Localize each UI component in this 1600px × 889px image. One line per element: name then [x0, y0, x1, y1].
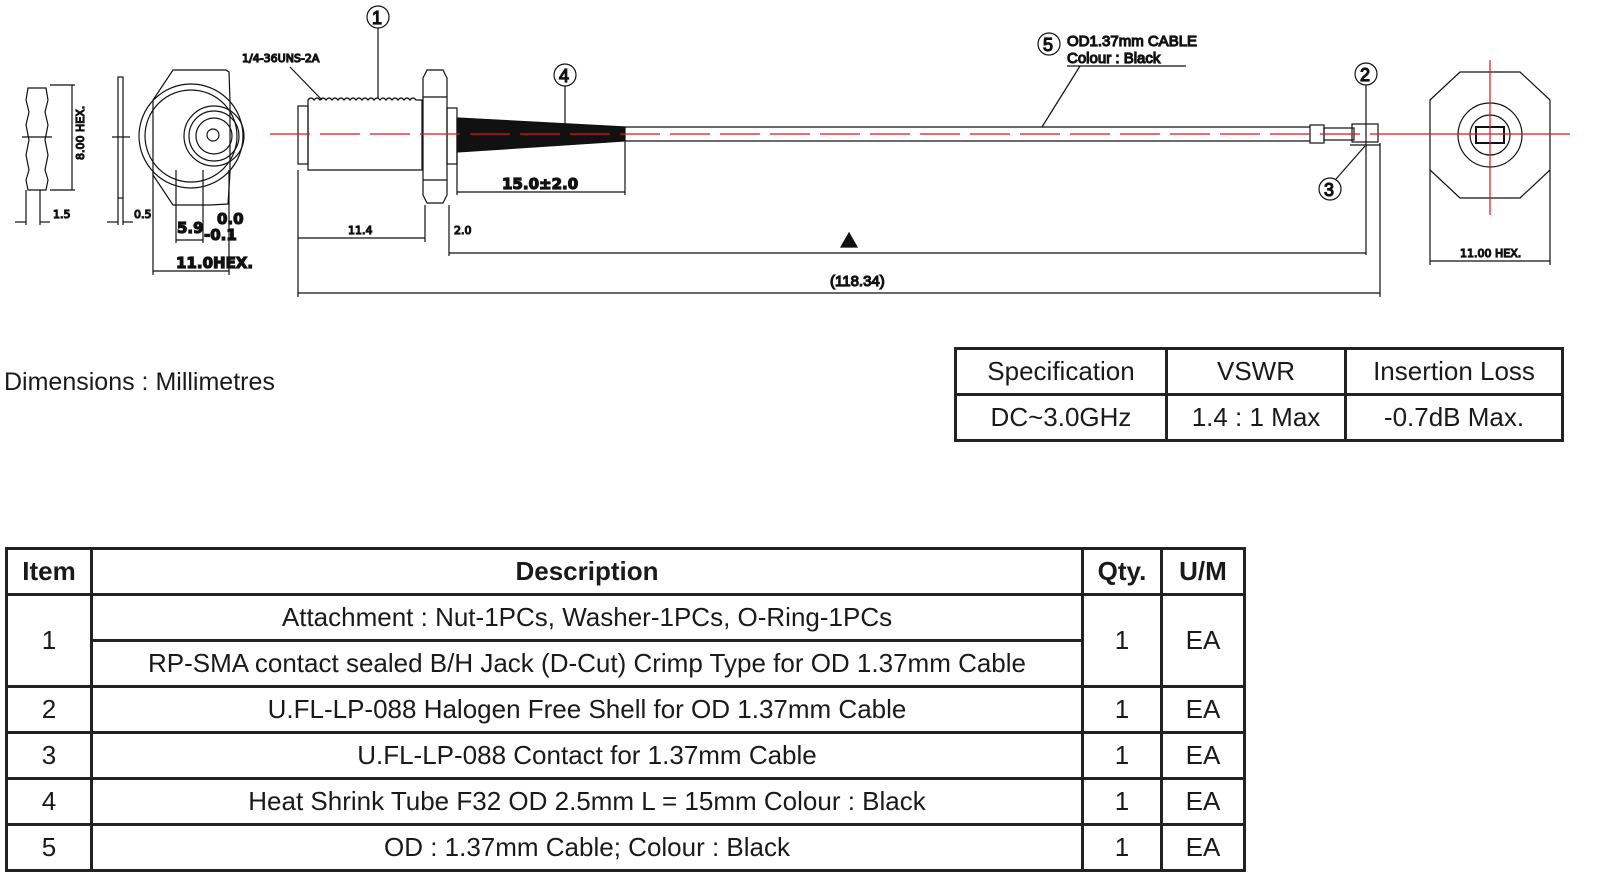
cable-label-line2: Colour : Black: [1067, 50, 1161, 67]
description-cell: RP-SMA contact sealed B/H Jack (D-Cut) C…: [90, 639, 1084, 688]
qty-cell: 1: [1081, 685, 1163, 734]
spec-row: DC~3.0GHz 1.4 : 1 Max -0.7dB Max.: [954, 393, 1564, 442]
flange-dim: 2.0: [454, 224, 472, 237]
description-cell: Heat Shrink Tube F32 OD 2.5mm L = 15mm C…: [90, 777, 1084, 826]
qty-cell: 1: [1081, 777, 1163, 826]
um-cell: EA: [1160, 593, 1246, 688]
dimensions-note: Dimensions : Millimetres: [4, 368, 275, 396]
nut-thickness-dim: 1.5: [53, 208, 71, 221]
front-hex-dim: 11.0HEX.: [176, 254, 253, 272]
flat-dim: 5.9: [177, 219, 204, 237]
description-cell: U.FL-LP-088 Halogen Free Shell for OD 1.…: [90, 685, 1084, 734]
qty-cell: 1: [1081, 731, 1163, 780]
thread-length-dim: 11.4: [348, 224, 373, 237]
end-hex-dim: 11.00 HEX.: [1460, 247, 1521, 260]
description-cell: U.FL-LP-088 Contact for 1.37mm Cable: [90, 731, 1084, 780]
connector-front-view: [138, 69, 245, 275]
item-cell: 2: [5, 685, 93, 734]
spec-header-row: Specification VSWR Insertion Loss: [954, 347, 1564, 396]
table-row: 2 U.FL-LP-088 Halogen Free Shell for OD …: [5, 685, 1246, 734]
bom-table: Item Description Qty. U/M 1 Attachment :…: [5, 547, 1246, 872]
spec-header: Specification: [954, 347, 1168, 396]
qty-cell: 1: [1081, 823, 1163, 872]
item-cell: 5: [5, 823, 93, 872]
flat-tol-lower: -0.1: [204, 226, 237, 244]
balloon-5: 5: [1043, 35, 1053, 55]
balloon-1: 1: [372, 8, 382, 28]
spec-cell: -0.7dB Max.: [1344, 393, 1564, 442]
item-cell: 4: [5, 777, 93, 826]
bom-header-row: Item Description Qty. U/M: [5, 547, 1246, 596]
heatshrink-length-dim: 15.0±2.0: [502, 175, 578, 193]
spec-header: Insertion Loss: [1344, 347, 1564, 396]
bom-header: Description: [90, 547, 1084, 596]
spec-cell: DC~3.0GHz: [954, 393, 1168, 442]
table-row: 3 U.FL-LP-088 Contact for 1.37mm Cable 1…: [5, 731, 1246, 780]
spec-header: VSWR: [1165, 347, 1347, 396]
cable-label-line1: OD1.37mm CABLE: [1067, 33, 1197, 50]
bom-header: Qty.: [1081, 547, 1163, 596]
nut-side-view: [15, 84, 75, 225]
table-row: 5 OD : 1.37mm Cable; Colour : Black 1 EA: [5, 823, 1246, 872]
overall-length-dim: (118.34): [830, 273, 885, 290]
washer-side-view: [107, 76, 133, 225]
spec-cell: 1.4 : 1 Max: [1165, 393, 1347, 442]
description-cell: OD : 1.37mm Cable; Colour : Black: [90, 823, 1084, 872]
bom-header: U/M: [1160, 547, 1246, 596]
qty-cell: 1: [1081, 593, 1163, 688]
item-cell: 1: [5, 593, 93, 688]
connector-side-view: [297, 69, 1380, 204]
technical-drawing: 8.00 HEX. 1.5 0.5 5.9 0.0 -0.1 11.0HEX.: [15, 5, 1570, 297]
ufl-end-view: [1410, 60, 1570, 265]
flat-tol-upper: 0.0: [217, 210, 244, 228]
balloon-3: 3: [1324, 180, 1334, 200]
spec-table: Specification VSWR Insertion Loss DC~3.0…: [954, 347, 1564, 442]
bom-header: Item: [5, 547, 93, 596]
um-cell: EA: [1160, 685, 1246, 734]
um-cell: EA: [1160, 777, 1246, 826]
critical-dimension-triangle: [839, 231, 859, 248]
balloon-4: 4: [559, 66, 569, 86]
table-row: RP-SMA contact sealed B/H Jack (D-Cut) C…: [7, 639, 1245, 688]
thread-label: 1/4-36UNS-2A: [242, 52, 320, 65]
table-row: 1 Attachment : Nut-1PCs, Washer-1PCs, O-…: [5, 593, 1246, 688]
description-cell: Attachment : Nut-1PCs, Washer-1PCs, O-Ri…: [90, 593, 1084, 642]
um-cell: EA: [1160, 823, 1246, 872]
table-row: 4 Heat Shrink Tube F32 OD 2.5mm L = 15mm…: [5, 777, 1246, 826]
um-cell: EA: [1160, 731, 1246, 780]
balloon-2: 2: [1360, 65, 1370, 85]
nut-hex-dim: 8.00 HEX.: [74, 106, 87, 160]
washer-thickness-dim: 0.5: [134, 208, 152, 221]
item-cell: 3: [5, 731, 93, 780]
